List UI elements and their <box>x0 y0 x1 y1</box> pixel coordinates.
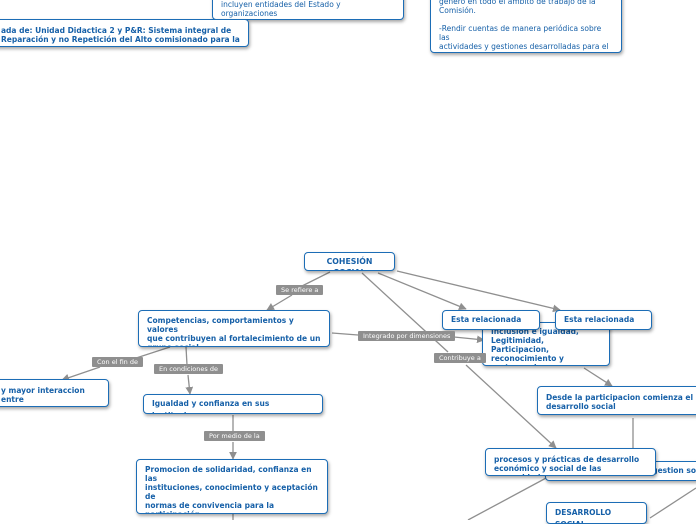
line-en-condiciones-to-igualdad <box>185 374 194 395</box>
connector-integrado[interactable]: Integrado por dimensiones <box>358 331 456 341</box>
line-con-el-fin-to-interaccion <box>61 366 101 382</box>
connector-con-el-fin[interactable]: Con el fin de <box>92 357 143 367</box>
cohesion-social-node[interactable]: COHESIÓN SOCIAL <box>304 252 395 271</box>
source-reference-node[interactable]: ada de: Unidad Didactica 2 y P&R: Sistem… <box>0 19 249 47</box>
igualdad-confianza-node[interactable]: Igualdad y confianza en sus institucione… <box>143 394 323 414</box>
relacionada-node-1[interactable]: Esta relacionada con <box>442 310 540 330</box>
promocion-node[interactable]: Promocion de solidaridad, confianza en l… <box>136 459 328 514</box>
procesos-node[interactable]: procesos y prácticas de desarrollo econó… <box>485 448 656 476</box>
line-se-refiere-to-competencias <box>266 294 293 311</box>
line-competencias-to-en-condiciones <box>185 346 188 366</box>
line-cohesion-to-relacionada-2 <box>396 270 561 313</box>
connector-en-condiciones[interactable]: En condiciones de <box>154 364 223 374</box>
line-inclusion-to-desde <box>583 367 613 387</box>
top-right-note[interactable]: género en todo el ámbito de trabajo de l… <box>430 0 622 53</box>
line-desarrollo-to-right <box>649 487 696 519</box>
competencias-node[interactable]: Competencias, comportamientos y valores … <box>138 310 330 347</box>
connector-por-medio[interactable]: Por medio de la <box>204 431 265 441</box>
line-cohesion-to-se-refiere <box>299 271 331 288</box>
line-competencias-to-integrado <box>331 332 359 336</box>
connector-contribuye[interactable]: Contribuye a <box>434 353 486 363</box>
top-middle-note[interactable]: incluyen entidades del Estado y organiza… <box>212 0 404 20</box>
line-procesos-to-bottom <box>467 476 549 520</box>
mayor-interaccion-node[interactable]: y mayor interaccion entre <box>0 379 109 407</box>
line-contribuye-to-procesos <box>465 364 557 449</box>
line-integrado-to-inclusion <box>453 335 485 344</box>
connector-se-refiere[interactable]: Se refiere a <box>276 285 324 295</box>
desarrollo-social-node[interactable]: DESARROLLO SOCIAL <box>546 502 647 524</box>
desde-participacion-node[interactable]: Desde la participacion comienza el desar… <box>537 386 696 415</box>
relacionada-node-2[interactable]: Esta relacionada con <box>555 310 652 330</box>
line-cohesion-to-relacionada-1 <box>377 272 467 310</box>
